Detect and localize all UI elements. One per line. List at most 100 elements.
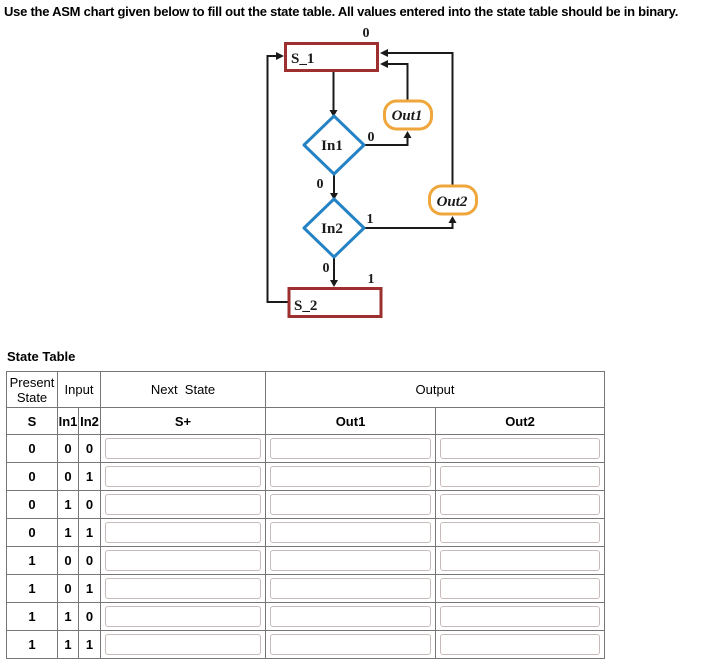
flow-out2-to-s1 bbox=[387, 52, 454, 185]
out2-input-5[interactable] bbox=[440, 578, 600, 599]
decision-label-in2: In2 bbox=[321, 221, 343, 237]
arrowhead-left-s1-lower bbox=[380, 60, 388, 68]
cell-in2: 0 bbox=[78, 434, 101, 463]
cell-in2: 1 bbox=[78, 630, 101, 659]
arrowhead-down-in2 bbox=[330, 193, 338, 200]
cell-s: 1 bbox=[6, 630, 58, 659]
branch-label-in2-right: 1 bbox=[367, 212, 374, 227]
subheader-out2: Out2 bbox=[435, 407, 605, 435]
next-state-input-4[interactable] bbox=[105, 550, 261, 571]
cell-in1: 0 bbox=[57, 546, 79, 575]
output-label-out1: Out1 bbox=[392, 108, 423, 124]
cell-in2: 0 bbox=[78, 546, 101, 575]
subheader-in2: In2 bbox=[78, 407, 101, 435]
cell-s: 0 bbox=[6, 518, 58, 547]
branch-label-top: 0 bbox=[363, 26, 370, 41]
out1-input-3[interactable] bbox=[270, 522, 431, 543]
out2-input-7[interactable] bbox=[440, 634, 600, 655]
arrowhead-down-s2 bbox=[330, 280, 338, 287]
cell-in1: 1 bbox=[57, 602, 79, 631]
output-oval-out2 bbox=[428, 184, 478, 216]
cell-in1: 1 bbox=[57, 490, 79, 519]
flow-in1-to-out1 bbox=[364, 137, 409, 146]
next-state-input-0[interactable] bbox=[105, 438, 261, 459]
next-state-input-2[interactable] bbox=[105, 494, 261, 515]
out1-input-7[interactable] bbox=[270, 634, 431, 655]
cell-in1: 0 bbox=[57, 574, 79, 603]
arrowhead-right-s1-left bbox=[276, 52, 284, 60]
cell-s: 0 bbox=[6, 462, 58, 491]
table-row: 0 0 1 bbox=[6, 462, 605, 491]
table-row: 1 0 1 bbox=[6, 574, 605, 603]
state-table: Present State Input Next State Output S … bbox=[6, 371, 605, 659]
next-state-input-5[interactable] bbox=[105, 578, 261, 599]
cell-in1: 1 bbox=[57, 518, 79, 547]
out2-input-0[interactable] bbox=[440, 438, 600, 459]
table-row: 0 0 0 bbox=[6, 434, 605, 463]
branch-label-s2-top: 1 bbox=[368, 272, 375, 287]
cell-in2: 1 bbox=[78, 518, 101, 547]
output-oval-out1 bbox=[383, 99, 433, 131]
out2-input-6[interactable] bbox=[440, 606, 600, 627]
table-row: 1 0 0 bbox=[6, 546, 605, 575]
flow-s2-to-s1 bbox=[266, 55, 289, 303]
state-label-s2: S_2 bbox=[294, 298, 317, 314]
cell-s: 1 bbox=[6, 602, 58, 631]
next-state-input-3[interactable] bbox=[105, 522, 261, 543]
flow-in2-to-out2 bbox=[364, 222, 454, 229]
out1-input-2[interactable] bbox=[270, 494, 431, 515]
subheader-s: S bbox=[6, 407, 58, 435]
cell-in1: 0 bbox=[57, 462, 79, 491]
instruction-text: Use the ASM chart given below to fill ou… bbox=[4, 4, 679, 19]
table-row: 0 1 0 bbox=[6, 490, 605, 519]
header-present-state: Present State bbox=[6, 371, 58, 408]
out1-input-0[interactable] bbox=[270, 438, 431, 459]
arrowhead-up-out1 bbox=[403, 131, 412, 138]
state-table-title: State Table bbox=[7, 349, 76, 364]
table-row: 1 1 1 bbox=[6, 630, 605, 659]
cell-s: 0 bbox=[6, 434, 58, 463]
subheader-out1: Out1 bbox=[265, 407, 436, 435]
cell-s: 1 bbox=[6, 546, 58, 575]
decision-diamond-in1 bbox=[302, 114, 366, 176]
subheader-in1: In1 bbox=[57, 407, 79, 435]
out2-input-3[interactable] bbox=[440, 522, 600, 543]
output-label-out2: Out2 bbox=[437, 194, 468, 210]
state-box-s2 bbox=[287, 287, 383, 318]
next-state-input-7[interactable] bbox=[105, 634, 261, 655]
cell-s: 1 bbox=[6, 574, 58, 603]
table-row: 1 1 0 bbox=[6, 602, 605, 631]
subheader-s-plus: S+ bbox=[100, 407, 266, 435]
decision-diamond-in2 bbox=[302, 197, 366, 259]
asm-chart: 0 S_1 In1 0 Out1 0 In2 1 Out2 0 1 S_2 bbox=[266, 26, 478, 318]
out2-input-1[interactable] bbox=[440, 466, 600, 487]
out1-input-1[interactable] bbox=[270, 466, 431, 487]
out1-input-5[interactable] bbox=[270, 578, 431, 599]
next-state-input-1[interactable] bbox=[105, 466, 261, 487]
branch-label-in1-down: 0 bbox=[317, 177, 324, 192]
out2-input-4[interactable] bbox=[440, 550, 600, 571]
cell-in1: 1 bbox=[57, 630, 79, 659]
out2-input-2[interactable] bbox=[440, 494, 600, 515]
header-output: Output bbox=[265, 371, 605, 408]
flow-out1-to-s1 bbox=[387, 63, 409, 100]
cell-in2: 1 bbox=[78, 574, 101, 603]
arrowhead-up-out2 bbox=[448, 216, 457, 223]
header-input: Input bbox=[57, 371, 101, 408]
arrowhead-left-s1-upper bbox=[380, 49, 388, 57]
arrowhead-down-in1 bbox=[329, 110, 338, 117]
cell-in2: 0 bbox=[78, 602, 101, 631]
state-box-s1 bbox=[284, 42, 379, 72]
cell-in1: 0 bbox=[57, 434, 79, 463]
branch-label-in1-right: 0 bbox=[368, 130, 375, 145]
cell-in2: 1 bbox=[78, 462, 101, 491]
out1-input-6[interactable] bbox=[270, 606, 431, 627]
branch-label-in2-down: 0 bbox=[323, 261, 330, 276]
cell-s: 0 bbox=[6, 490, 58, 519]
header-next-state: Next State bbox=[100, 371, 266, 408]
state-label-s1: S_1 bbox=[291, 51, 314, 67]
decision-label-in1: In1 bbox=[321, 138, 343, 154]
next-state-input-6[interactable] bbox=[105, 606, 261, 627]
out1-input-4[interactable] bbox=[270, 550, 431, 571]
